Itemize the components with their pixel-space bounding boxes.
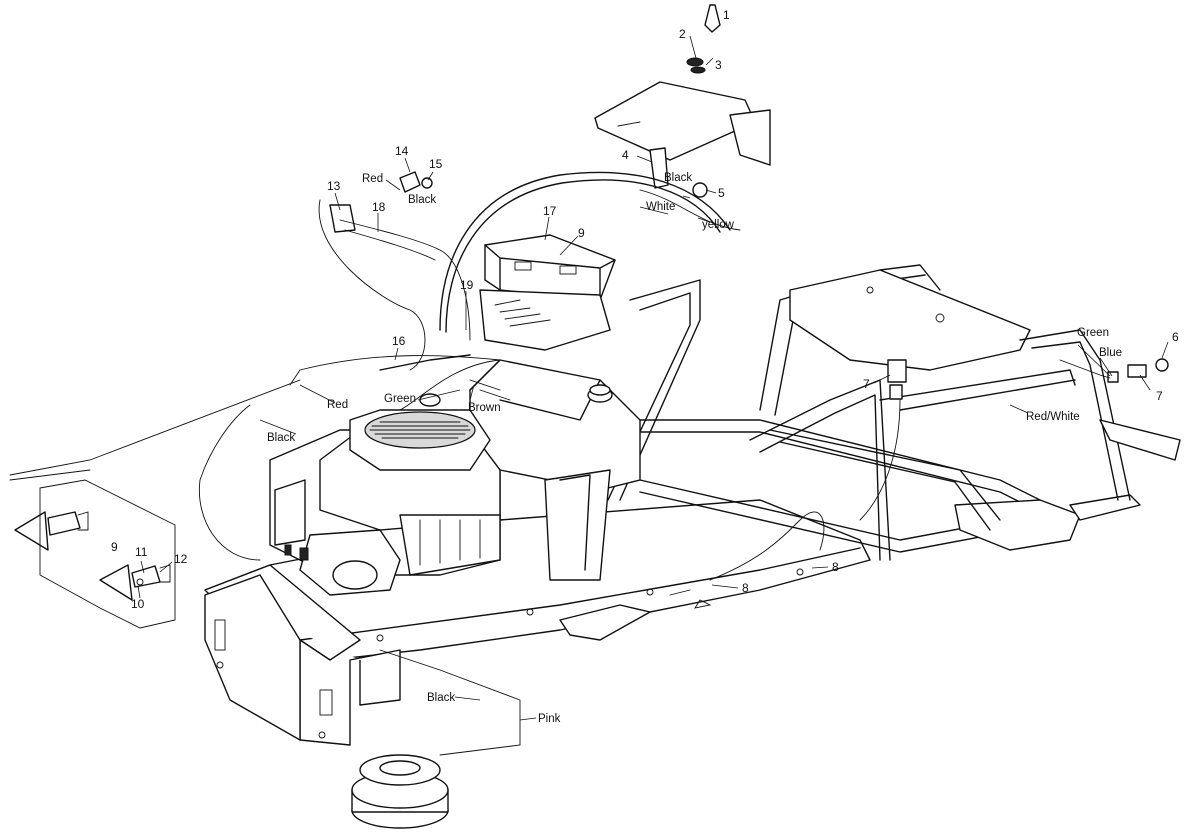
callout-11: 11 <box>135 545 148 559</box>
battery-tray <box>479 289 611 351</box>
callout-3: 3 <box>715 58 722 72</box>
wire-label-black-bottom: Black <box>427 692 455 704</box>
wire-label-white-console: White <box>646 201 675 213</box>
callout-14: 14 <box>395 144 409 158</box>
leader-lines <box>137 35 1169 721</box>
fuel-tank <box>469 359 641 491</box>
callout-17: 17 <box>543 204 557 218</box>
callout-9-headlight: 9 <box>111 540 118 554</box>
wire-label-pink-bottom: Pink <box>538 713 561 725</box>
dash-panel <box>594 81 771 166</box>
callout-5: 5 <box>718 186 725 200</box>
pto-clutch <box>351 754 449 829</box>
callout-16: 16 <box>392 334 406 348</box>
seat-support-plate <box>544 469 611 581</box>
wire-label-black-top: Black <box>408 194 436 206</box>
light-switch-left <box>329 171 433 233</box>
wire-label-brown-engine: Brown <box>468 402 501 414</box>
wire-label-red-white: Red/White <box>1026 411 1080 423</box>
wire-label-green-engine: Green <box>384 393 416 405</box>
callout-10: 10 <box>131 597 145 611</box>
wire-label-black-console: Black <box>664 172 692 184</box>
callout-2: 2 <box>679 27 686 41</box>
connectors-right <box>887 358 1169 400</box>
callout-8-right: 8 <box>832 560 839 574</box>
callout-13: 13 <box>327 179 341 193</box>
callout-9-battery: 9 <box>578 226 585 240</box>
key-switch <box>649 4 721 198</box>
wire-label-red-left: Red <box>327 399 348 411</box>
wire-label-red-top: Red <box>362 173 383 185</box>
callout-6: 6 <box>1172 330 1179 344</box>
callout-18: 18 <box>372 200 386 214</box>
callout-12: 12 <box>174 552 188 566</box>
headlight-right <box>99 564 171 601</box>
battery <box>484 234 616 301</box>
callout-4: 4 <box>622 148 629 162</box>
callout-7-right: 7 <box>1156 389 1163 403</box>
headlight-frame <box>39 479 176 629</box>
front-bracket <box>204 564 401 746</box>
headlight-left <box>14 511 89 551</box>
wire-label-green-right: Green <box>1077 327 1109 339</box>
callout-15: 15 <box>429 157 443 171</box>
wire-label-yellow-console: yellow <box>702 219 735 231</box>
wire-labels: Red Black Black White yellow Green Blue … <box>267 172 1122 725</box>
wire-label-blue-right: Blue <box>1099 347 1122 359</box>
wiring-harness <box>9 171 1111 756</box>
wire-label-black-left: Black <box>267 432 295 444</box>
callout-19: 19 <box>460 278 474 292</box>
part-callouts: 1 2 3 4 5 6 7 7 8 8 9 9 10 11 12 13 14 1… <box>111 8 1179 611</box>
callout-1: 1 <box>723 8 730 22</box>
engine <box>269 393 501 596</box>
callout-8-left: 8 <box>742 581 749 595</box>
callout-7-left: 7 <box>863 377 870 391</box>
